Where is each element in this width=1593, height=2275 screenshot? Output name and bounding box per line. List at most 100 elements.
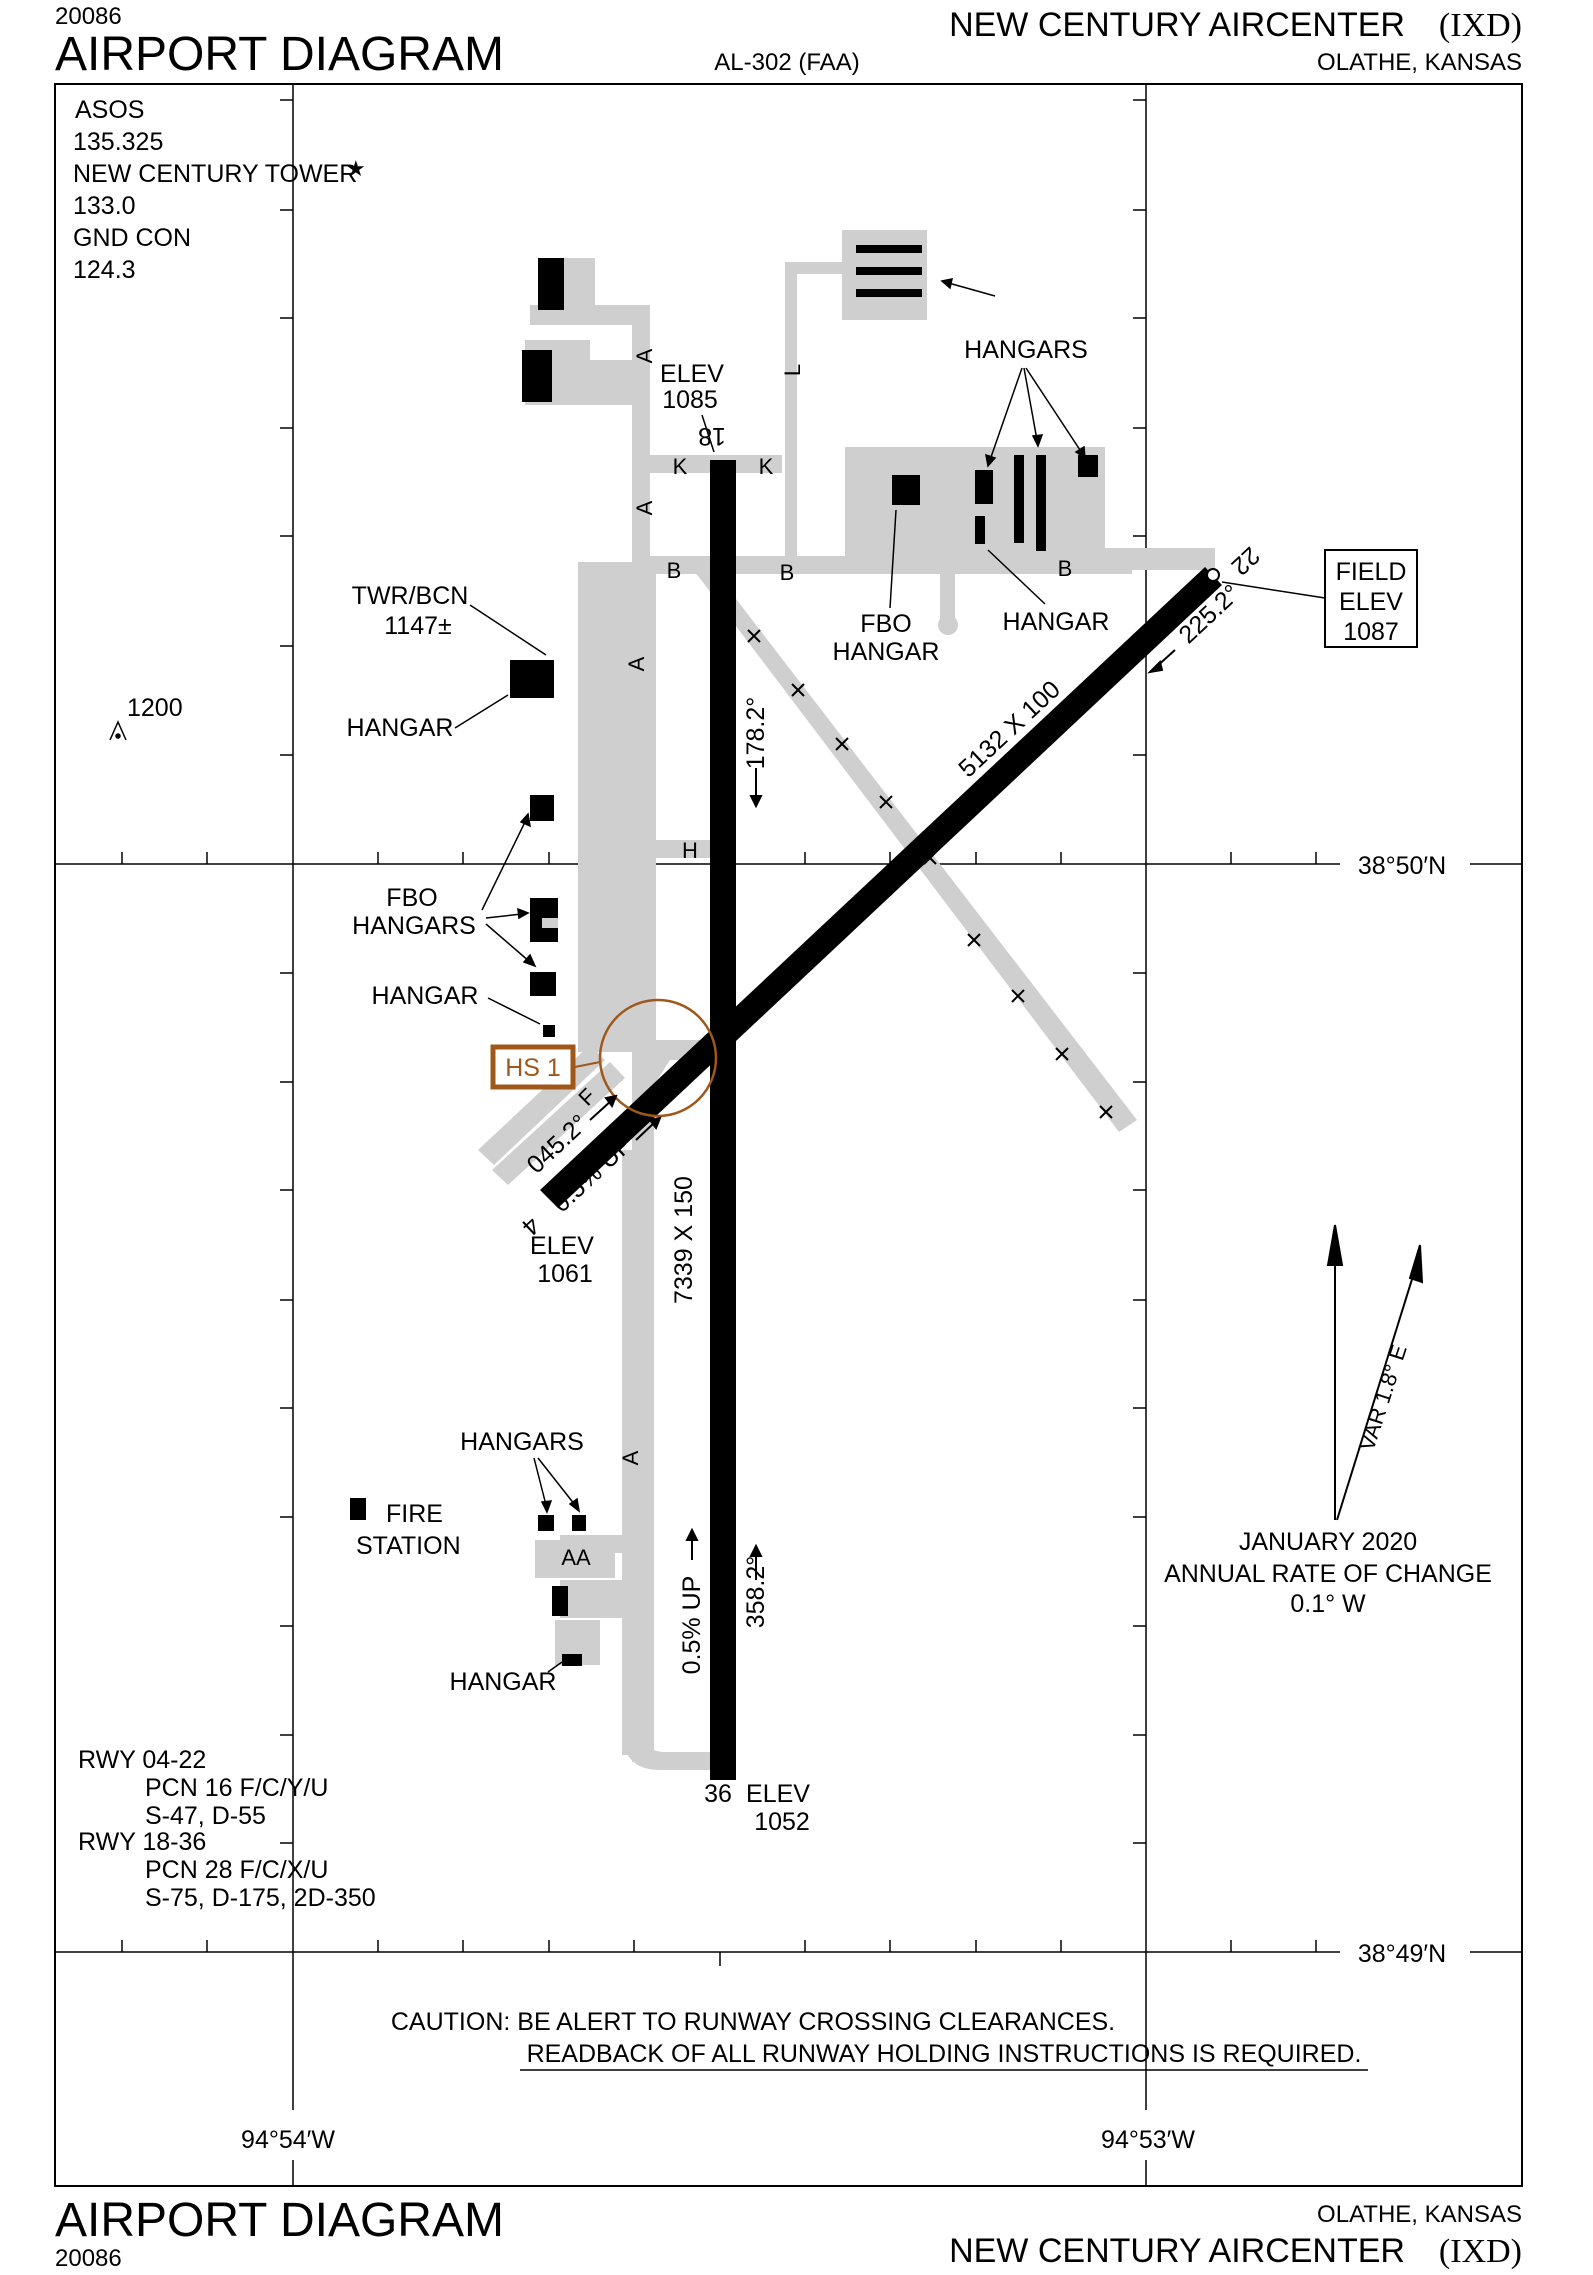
pcn-rwy-18-36-label: RWY 18-36 bbox=[78, 1828, 206, 1856]
taxiway-b-label-2: B bbox=[780, 560, 795, 585]
hangar-ne-5 bbox=[1078, 455, 1098, 477]
runway-4-gradient-arrow bbox=[635, 1116, 662, 1141]
hangar-s-3 bbox=[552, 1586, 568, 1616]
caution-line-1: CAUTION: BE ALERT TO RUNWAY CROSSING CLE… bbox=[391, 2008, 1115, 2036]
airport-id-top: (IXD) bbox=[1439, 7, 1522, 44]
twr-bcn-elev: 1147± bbox=[384, 612, 451, 640]
fbo-hangars-w-label-2: HANGARS bbox=[352, 912, 476, 940]
hangar-w-small bbox=[543, 1025, 555, 1037]
fbo-hangar-ne-leader bbox=[889, 509, 897, 609]
taxiway-b-label-1: B bbox=[667, 558, 682, 583]
taxiway-a-label-1: A bbox=[632, 348, 657, 363]
location-top: OLATHE, KANSAS bbox=[1317, 49, 1522, 76]
runway-4-elev-label: ELEV bbox=[530, 1232, 594, 1260]
volume-number-top: 20086 bbox=[55, 3, 122, 30]
hot-spot-box bbox=[490, 1044, 576, 1090]
chart-title-top: AIRPORT DIAGRAM bbox=[55, 28, 504, 81]
taxiway-b-label-3: B bbox=[1058, 556, 1073, 581]
north-arrows bbox=[1326, 1224, 1424, 1521]
runway-end-36: 36 bbox=[704, 1780, 732, 1808]
hangar-ne-3 bbox=[1014, 455, 1024, 543]
ground-label: GND CON bbox=[73, 224, 191, 252]
runway-04-22 bbox=[540, 567, 1222, 1208]
hangar-top-bar-3 bbox=[856, 289, 922, 297]
hangar-ne-2 bbox=[975, 516, 985, 544]
field-elev-line1: FIELD bbox=[1336, 558, 1407, 586]
runway-18-elev-label: ELEV bbox=[660, 360, 724, 388]
hangar-nw-1 bbox=[538, 258, 564, 310]
fire-station bbox=[350, 1498, 366, 1520]
location-bottom: OLATHE, KANSAS bbox=[1317, 2201, 1522, 2228]
pcn-rwy-18-36-pcn: PCN 28 F/C/X/U bbox=[145, 1856, 328, 1884]
runway-18-heading-arrow bbox=[749, 768, 763, 809]
lat-lower-label: 38°49′N bbox=[1358, 1940, 1446, 1968]
hangar-w-leader bbox=[454, 694, 509, 729]
hangar-nw-2 bbox=[522, 350, 552, 402]
annual-rate-value: 0.1° W bbox=[1290, 1590, 1366, 1618]
taxiway-a-label-4: A bbox=[618, 1450, 643, 1465]
caution-line-2: READBACK OF ALL RUNWAY HOLDING INSTRUCTI… bbox=[527, 2040, 1362, 2068]
taxiway-a-label-2: A bbox=[632, 500, 657, 515]
hangar-ne-1 bbox=[975, 470, 993, 504]
taxiway-a-label-3: A bbox=[624, 656, 649, 671]
fbo-hangar-ne-label-1: FBO bbox=[860, 610, 911, 638]
pcn-rwy-04-22-weight: S-47, D-55 bbox=[145, 1802, 266, 1830]
hangar-w-label: HANGAR bbox=[347, 714, 454, 742]
runway-4-heading-arrow bbox=[589, 1094, 618, 1121]
fire-station-label-1: FIRE bbox=[386, 1500, 443, 1528]
buildings bbox=[350, 245, 1098, 1666]
lon-right-label: 94°53′W bbox=[1101, 2126, 1195, 2154]
hangar-ne-label: HANGAR bbox=[1003, 608, 1110, 636]
hangars-ne-label: HANGARS bbox=[964, 336, 1088, 364]
ground-frequency: 124.3 bbox=[73, 256, 136, 284]
twr-bcn-label: TWR/BCN bbox=[352, 582, 469, 610]
pcn-rwy-18-36-weight: S-75, D-175, 2D-350 bbox=[145, 1884, 376, 1912]
runway-18-heading: 178.2° bbox=[742, 697, 770, 770]
hangar-sw-leader bbox=[487, 997, 541, 1025]
taxiway-k-label-2: K bbox=[759, 454, 774, 479]
obstacle-icon bbox=[109, 720, 127, 741]
tower-frequency: 133.0 bbox=[73, 192, 136, 220]
taxiway-pavement bbox=[478, 230, 1215, 1770]
hot-spot-circle bbox=[598, 998, 718, 1118]
volume-number-bottom: 20086 bbox=[55, 2245, 122, 2272]
chart-frame bbox=[54, 83, 1523, 2187]
asos-label: ASOS bbox=[75, 96, 144, 124]
twr-bcn-leader bbox=[469, 604, 547, 656]
hangar-w-2 bbox=[530, 972, 556, 996]
runway-36-elev-label: ELEV bbox=[746, 1780, 810, 1808]
lat-lon-grid bbox=[55, 84, 1522, 2186]
fbo-hangars-w-label-1: FBO bbox=[386, 884, 437, 912]
hangar-ne-4 bbox=[1036, 455, 1046, 551]
hangar-sw-label: HANGAR bbox=[372, 982, 479, 1010]
runway-18-elev-value: 1085 bbox=[662, 386, 718, 414]
fbo-hangars-w-arrows bbox=[481, 812, 537, 968]
hangar-tower bbox=[510, 660, 554, 698]
closed-runway-x-marks bbox=[747, 629, 1113, 1119]
pcn-rwy-04-22-pcn: PCN 16 F/C/Y/U bbox=[145, 1774, 328, 1802]
tower-star-icon: ★ bbox=[346, 156, 366, 181]
airport-id-bottom: (IXD) bbox=[1439, 2233, 1522, 2270]
taxiway-aa-label: AA bbox=[561, 1545, 591, 1570]
runway-36-gradient-arrow bbox=[685, 1527, 699, 1560]
taxiway-k-label-1: K bbox=[673, 454, 688, 479]
runway-4-elev-value: 1061 bbox=[537, 1260, 593, 1288]
pcn-rwy-04-22-label: RWY 04-22 bbox=[78, 1746, 206, 1774]
lat-upper-label: 38°50′N bbox=[1358, 852, 1446, 880]
annual-rate-label: ANNUAL RATE OF CHANGE bbox=[1164, 1560, 1492, 1588]
hangar-s-leader bbox=[547, 1661, 563, 1673]
fbo-hangar-ne bbox=[892, 475, 920, 505]
runway-18-elev-leader bbox=[701, 414, 715, 453]
arp-symbol bbox=[1206, 568, 1220, 582]
field-elev-leader bbox=[1221, 581, 1326, 599]
field-elev-line2: ELEV bbox=[1339, 588, 1403, 616]
hangars-s-arrows bbox=[533, 1457, 581, 1514]
runway-18-36-dimensions: 7339 X 150 bbox=[670, 1176, 698, 1304]
magnetic-variation: VAR 1.8° E bbox=[1354, 1342, 1412, 1454]
hangar-s-label: HANGAR bbox=[450, 1668, 557, 1696]
hangar-w-1 bbox=[530, 795, 554, 821]
fbo-hangar-ne-label-2: HANGAR bbox=[833, 638, 940, 666]
hangar-top-bar-1 bbox=[856, 245, 922, 253]
hangar-s-4 bbox=[562, 1654, 582, 1666]
runway-22-heading-arrow bbox=[1147, 649, 1176, 674]
